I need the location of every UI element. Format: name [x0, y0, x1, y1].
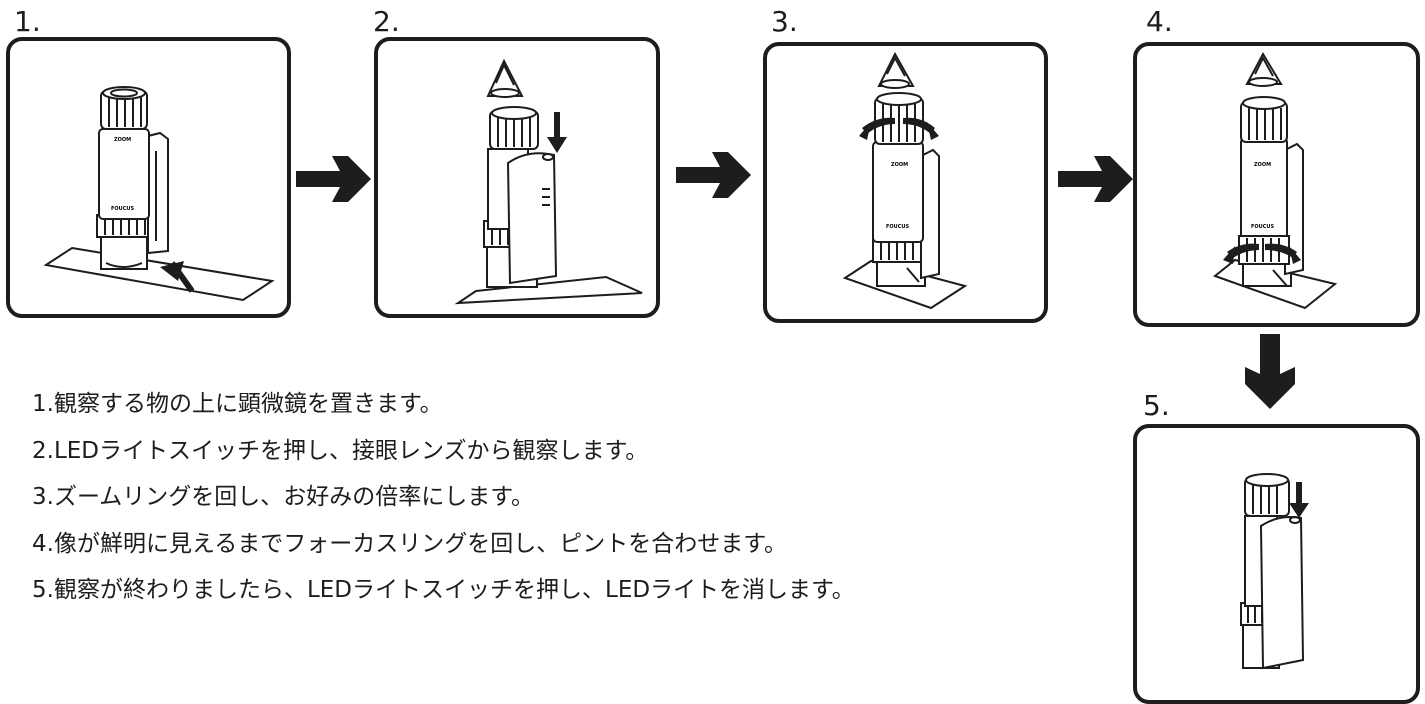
- step-3-panel: ZOOM FOUCUS: [763, 42, 1048, 323]
- instruction-step-4: 4.像が鮮明に見えるまでフォーカスリングを回し、ピントを合わせます。: [32, 530, 787, 557]
- step-2-panel: [374, 37, 660, 318]
- step-4-illustration: ZOOM FOUCUS: [1212, 51, 1338, 310]
- arrow-right-icon: [296, 156, 371, 202]
- step-5-illustration: [1240, 473, 1309, 670]
- focus-label: FOUCUS: [111, 206, 134, 212]
- eye-icon: [486, 58, 524, 98]
- instruction-step-1: 1.観察する物の上に顕微鏡を置きます。: [32, 391, 443, 417]
- arrow-right-icon: [1058, 156, 1133, 202]
- step-1-panel: ZOOM FOUCUS: [6, 37, 291, 318]
- rotate-arrows-icon: [859, 117, 939, 140]
- zoom-label: ZOOM: [891, 162, 908, 168]
- zoom-label: ZOOM: [114, 137, 131, 143]
- instruction-step-5: 5.観察が終わりましたら、LEDライトスイッチを押し、LEDライトを消します。: [32, 577, 855, 603]
- arrow-down-icon: [1245, 334, 1295, 409]
- focus-label: FOUCUS: [1251, 224, 1274, 230]
- step-4-number: 4.: [1146, 5, 1173, 38]
- step-3-number: 3.: [771, 5, 798, 38]
- eye-icon: [1245, 51, 1283, 87]
- instruction-step-2: 2.LEDライトスイッチを押し、接眼レンズから観察します。: [32, 437, 649, 464]
- step-5-panel: [1133, 424, 1420, 704]
- step-5-number: 5.: [1143, 389, 1170, 422]
- press-arrow-icon: [1289, 482, 1309, 518]
- instruction-step-3: 3.ズームリングを回し、お好みの倍率にします。: [32, 484, 534, 510]
- step-2-number: 2.: [373, 5, 400, 38]
- focus-label: FOUCUS: [886, 224, 909, 230]
- step-2-illustration: [454, 58, 643, 305]
- press-arrow-icon: [547, 112, 567, 153]
- arrow-right-icon: [676, 152, 751, 198]
- step-4-panel: ZOOM FOUCUS: [1133, 42, 1420, 327]
- step-1-illustration: ZOOM FOUCUS: [43, 86, 275, 302]
- instruction-list: 1.観察する物の上に顕微鏡を置きます。 2.LEDライトスイッチを押し、接眼レン…: [32, 381, 1112, 614]
- rotate-arrows-icon: [1223, 243, 1301, 264]
- step-1-number: 1.: [14, 5, 41, 38]
- step-3-illustration: ZOOM FOUCUS: [842, 51, 968, 310]
- zoom-label: ZOOM: [1254, 162, 1271, 168]
- eye-icon: [877, 51, 915, 89]
